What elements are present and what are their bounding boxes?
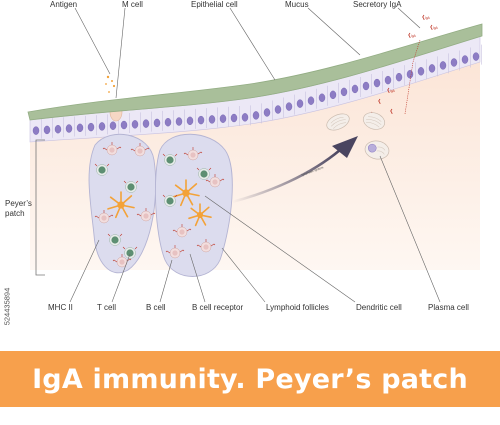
dendritic-cells [107,179,212,227]
b-cell [112,254,132,268]
migration-arrowhead [332,136,358,158]
epithelial-cell [472,44,482,65]
epithelial-cell [428,56,438,77]
label-epithelial-cell: Epithelial cell [191,0,238,9]
t-cell [122,246,138,259]
epithelial-layer [29,35,482,143]
epithelial-cell [186,108,196,129]
epithelial-cell [373,71,383,92]
label-lymphoid-follicles: Lymphoid follicles [266,303,329,312]
b-cell [130,143,150,157]
epithelial-cell [76,115,86,136]
b-cell [136,208,156,222]
epithelial-cell [142,111,152,132]
stock-id: 524435894 [1,266,13,350]
epithelial-cell [120,113,130,134]
epithelial-cell [351,76,361,97]
epithelial-cell [296,91,306,112]
svg-text:IgA: IgA [433,26,439,30]
t-cell [94,163,110,176]
antigen-particles [105,75,116,93]
t-cell [196,167,212,180]
mucus-layer [27,23,483,121]
label-plasma-cell: Plasma cell [428,303,469,312]
t-cell [123,180,139,193]
label-peyers-patch-line2: patch [5,209,25,218]
label-dendritic-cell: Dendritic cell [356,303,402,312]
epithelial-cell [87,115,97,136]
epithelial-cell [329,82,339,103]
label-t-cell: T cell [97,303,116,312]
epithelial-cell [98,114,108,135]
epithelial-cell [43,117,53,138]
epithelial-cell [241,105,251,126]
epithelial-cell [153,110,163,131]
page-title: IgA immunity. Peyer’s patch [32,363,468,395]
epithelial-cell [252,103,262,124]
b-cell [183,147,203,161]
t-cell [162,153,178,166]
epithelial-cell [164,110,174,131]
label-b-cell: B cell [146,303,166,312]
epithelial-cell [197,108,207,129]
b-cell [196,239,216,253]
epithelial-cell [340,79,350,100]
b-cell [172,224,192,238]
peyers-patch-bracket [35,139,45,276]
secretory-iga-molecules: IgA IgA IgA IgA [370,14,439,118]
epithelial-cell [395,65,405,86]
epithelial-cell [32,118,42,139]
epithelial-cell [65,116,75,137]
label-m-cell: M cell [122,0,143,9]
epithelial-cell [362,74,372,94]
t-cell [107,233,123,246]
epithelial-cell [439,53,449,74]
migration-arrow [230,148,342,204]
epithelial-cell [131,112,141,133]
lymphoid-follicle-right [154,133,233,277]
label-mucus: Mucus [285,0,309,9]
epithelial-cell [219,106,229,127]
b-cell [102,142,122,156]
t-cell [162,194,178,207]
dendritic-cell [172,179,200,207]
svg-text:IgA: IgA [411,34,417,38]
b-cell [205,174,225,188]
epithelial-cell [175,109,185,130]
title-banner: IgA immunity. Peyer’s patch [0,351,500,407]
label-peyers-patch-line1: Peyer’s [5,199,32,208]
lymphatic-system-label: lymphatic system [301,165,324,177]
epithelial-cell [263,100,273,121]
lymphocytes [94,142,225,268]
epithelial-cell [230,106,240,127]
dendritic-cell [188,203,212,227]
b-cell [165,245,185,259]
epithelial-cell [208,107,218,128]
label-mhc-ii: MHC II [48,303,73,312]
epithelial-cell [318,85,328,106]
svg-text:IgA: IgA [390,89,396,93]
b-cell [94,210,114,224]
label-b-cell-receptor: B cell receptor [192,303,243,312]
epithelial-cell [54,117,64,138]
epithelial-cell [285,94,295,115]
epithelial-cell [450,50,460,71]
label-secretory-iga: Secretory IgA [353,0,402,9]
epithelial-cell [307,88,317,109]
epithelial-cell [461,47,471,68]
plasma-cells [326,112,390,160]
svg-text:IgA: IgA [425,16,431,20]
label-antigen: Antigen [50,0,77,9]
dendritic-cell [107,191,135,219]
epithelial-cell [274,97,284,118]
stock-id-text: 524435894 [2,287,12,326]
epithelial-cell [417,59,427,80]
epithelial-cell [384,68,394,89]
leader-lines [69,7,441,303]
